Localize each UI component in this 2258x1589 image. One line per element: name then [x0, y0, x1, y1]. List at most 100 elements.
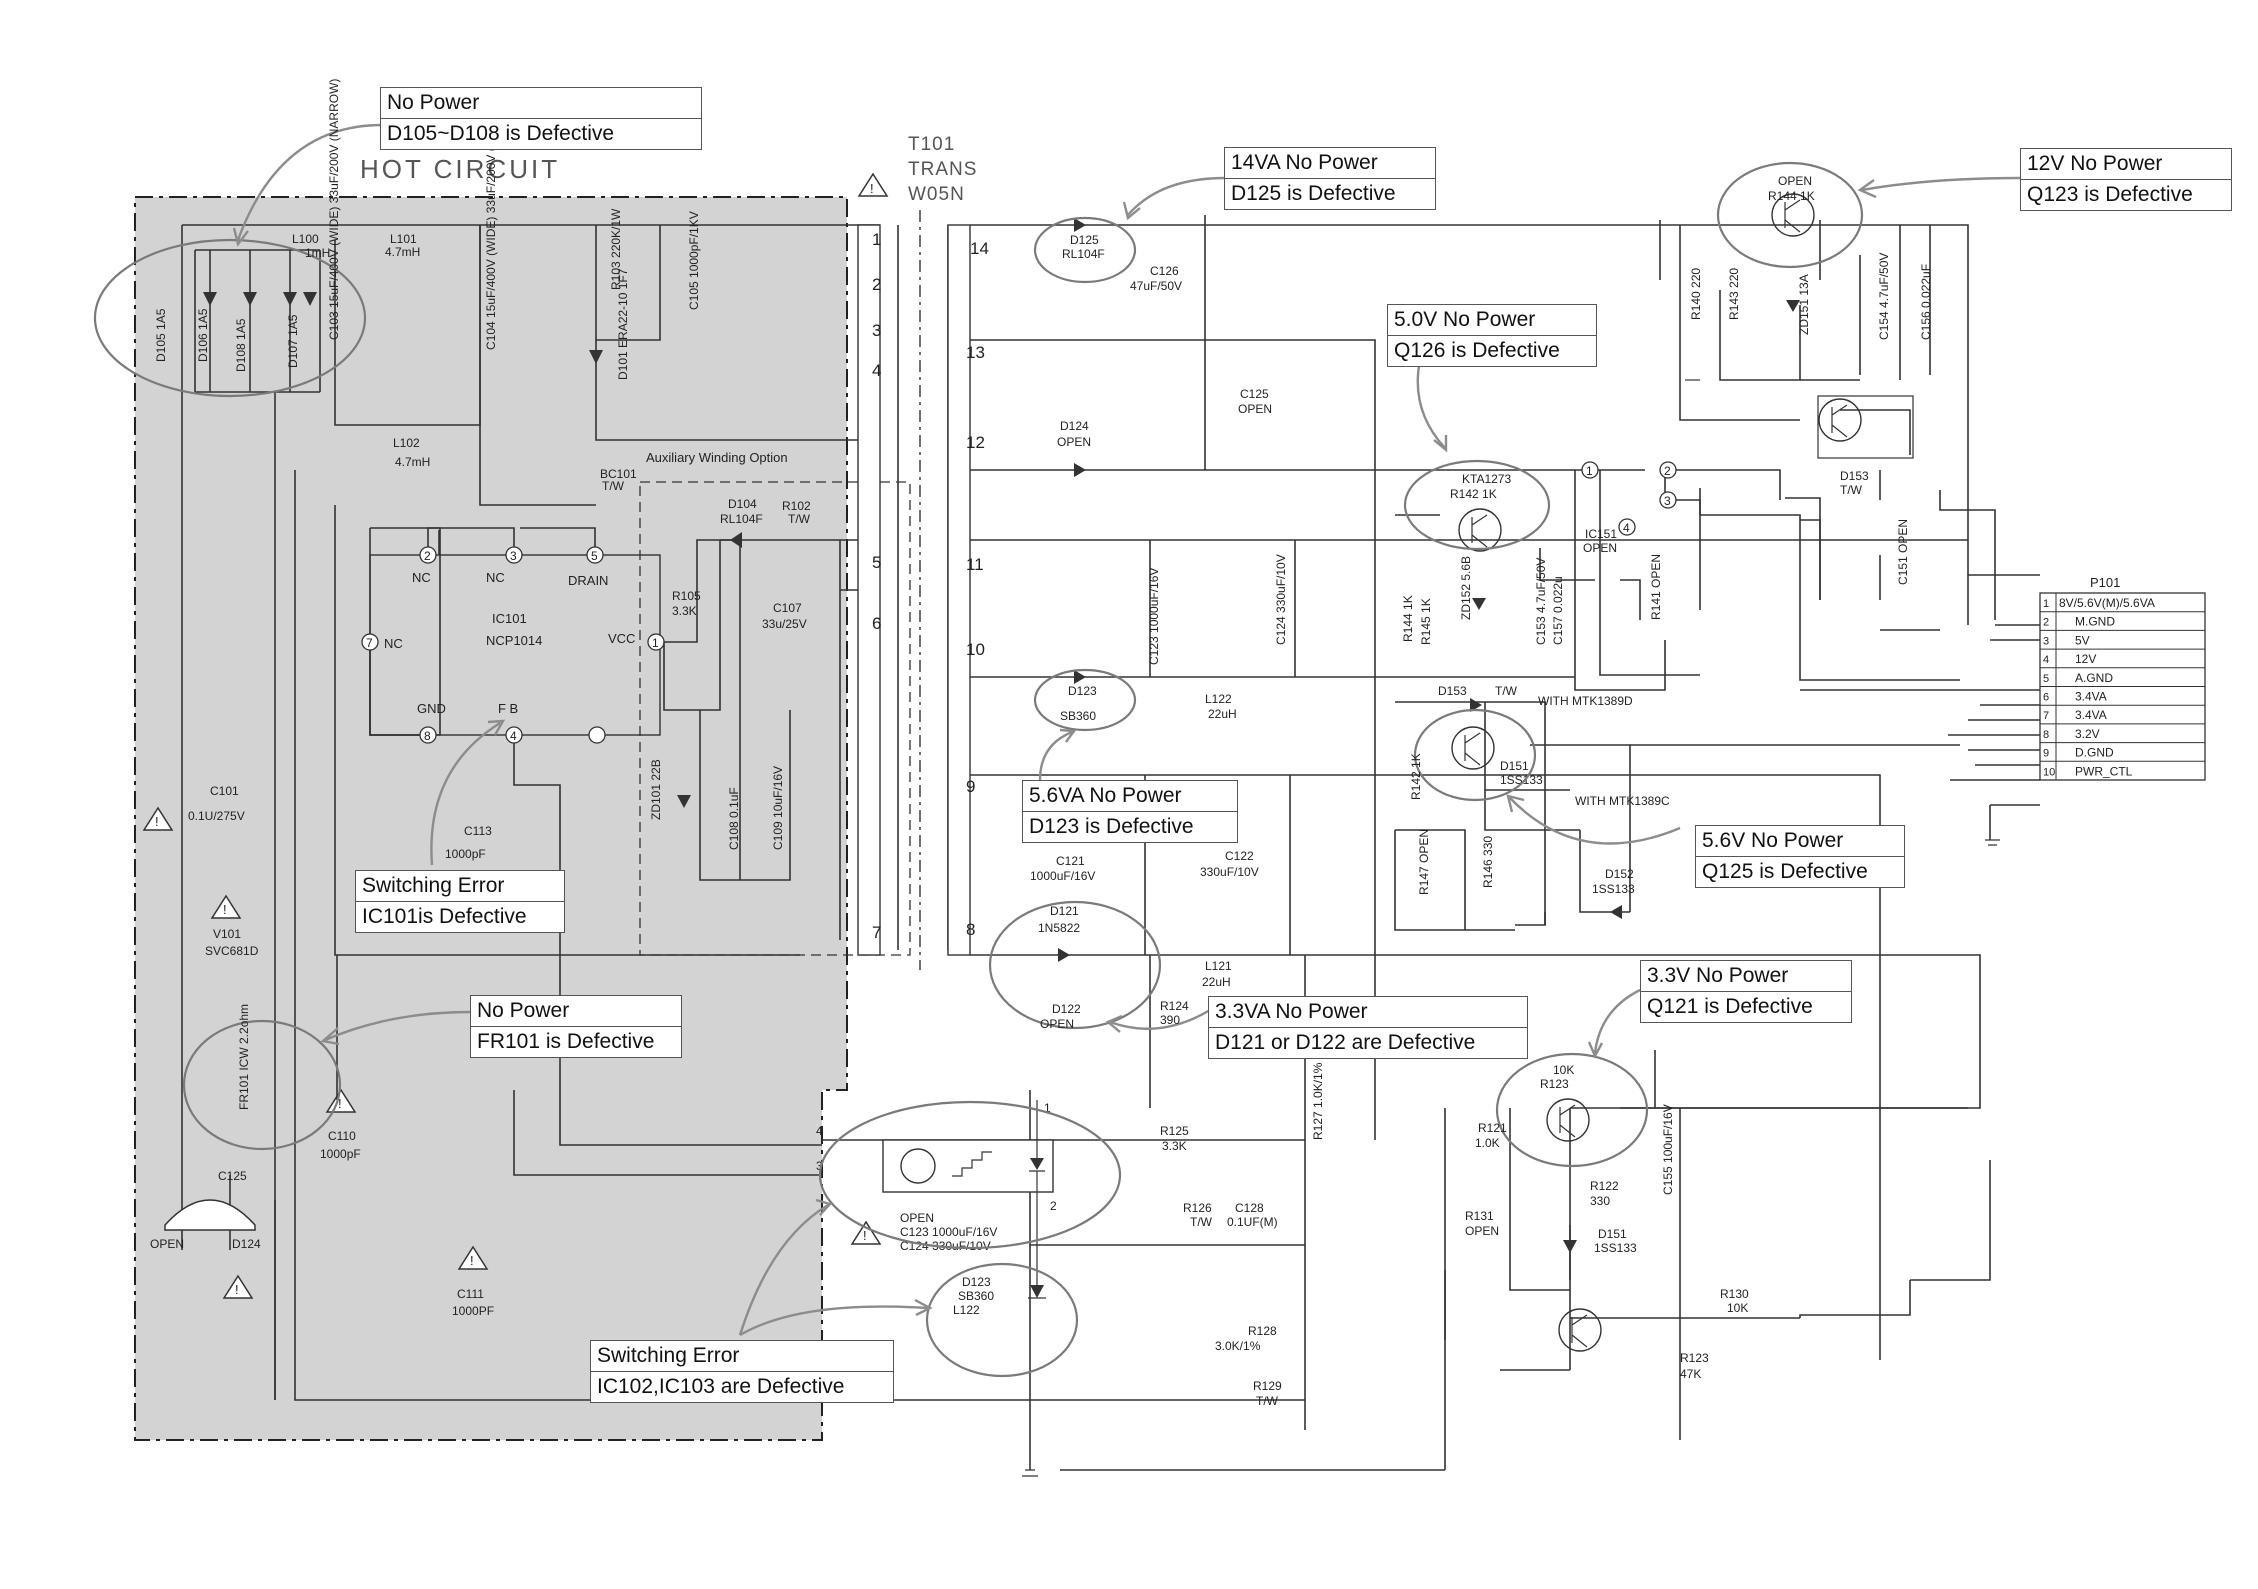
callout-5-6v: 5.6V No Power Q125 is Defective [1695, 825, 1905, 888]
svg-text:D124: D124 [232, 1237, 261, 1251]
component-label-r129v: T/W [1256, 1394, 1279, 1408]
svg-text:9: 9 [966, 777, 975, 796]
highlight-q121 [1495, 1052, 1649, 1168]
component-label-d121v: 1N5822 [1038, 921, 1080, 935]
component-label-d124v: OPEN [1057, 435, 1091, 449]
component-label-r145: R145 1K [1419, 598, 1433, 645]
svg-text:!: ! [338, 1096, 342, 1111]
component-label-c126: C126 [1150, 264, 1179, 278]
svg-text:P101: P101 [2090, 575, 2120, 590]
component-label-r131v: OPEN [1465, 1224, 1499, 1238]
callout-line: No Power [380, 87, 702, 119]
svg-text:T/W: T/W [1840, 483, 1863, 497]
warning-icon: ! [210, 894, 242, 919]
component-label-c151: C151 OPEN [1896, 519, 1910, 585]
component-label-d153: D153 [1438, 684, 1467, 698]
diode-d152 [1610, 905, 1622, 919]
svg-text:D151: D151 [1500, 759, 1529, 773]
component-label-d152: D152 [1605, 867, 1634, 881]
primary-wiring [181, 224, 880, 1401]
callout-line: 14VA No Power [1224, 147, 1436, 179]
connector-pin-label: A.GND [2075, 671, 2113, 685]
diode-zd152 [1472, 598, 1486, 610]
component-label-r147: R147 OPEN [1417, 829, 1431, 895]
svg-text:NC: NC [384, 636, 403, 651]
callout-line: IC101is Defective [355, 902, 565, 933]
component-label-l101: L101 [390, 232, 417, 246]
component-label-l102v: 4.7mH [395, 455, 430, 469]
svg-text:5: 5 [872, 553, 881, 572]
svg-text:R142 1K: R142 1K [1450, 487, 1497, 501]
svg-text:!: ! [235, 1282, 239, 1297]
component-label-c128: C128 [1235, 1201, 1264, 1215]
power-plug-pw101: OPEN D124 C125 [150, 1169, 261, 1251]
component-label-r121v: 1.0K [1475, 1136, 1500, 1150]
diode-d123 [1074, 670, 1086, 684]
component-label-l101v: 4.7mH [385, 245, 420, 259]
svg-text:10: 10 [966, 640, 985, 659]
component-label-c113: C113 [464, 824, 492, 838]
component-label-c108: C108 0.1uF [727, 787, 741, 850]
highlight-q123 [1716, 161, 1864, 269]
component-label-l100: L100 [292, 232, 319, 246]
component-label-bc101v: T/W [602, 479, 625, 493]
callout-line: Q125 is Defective [1695, 857, 1905, 888]
svg-text:7: 7 [872, 923, 881, 942]
svg-text:4: 4 [510, 729, 517, 743]
component-label-c153: C153 4.7uF/50V [1534, 558, 1548, 645]
connector-pin-number: 10 [2043, 766, 2055, 778]
warning-icon: ! [850, 1220, 882, 1245]
transformer-pins-left: 1 2 3 4 5 6 7 [872, 230, 881, 942]
component-label-r126v: T/W [1190, 1215, 1213, 1229]
component-label-d124: D124 [1060, 419, 1089, 433]
component-label-d125v: RL104F [1062, 247, 1105, 261]
component-label-c128v: 0.1UF(M) [1227, 1215, 1278, 1229]
diode-d124 [1074, 463, 1086, 477]
svg-text:1: 1 [872, 230, 881, 249]
callout-line: IC102,IC103 are Defective [590, 1372, 894, 1403]
svg-text:1: 1 [652, 636, 659, 650]
highlight-fr101 [182, 1019, 342, 1151]
callout-line: 5.6V No Power [1695, 825, 1905, 857]
component-label-bc101: BC101 [600, 467, 637, 481]
component-label-c157: C157 0.022u [1551, 576, 1565, 645]
component-label-c122v: 330uF/10V [1200, 865, 1259, 879]
component-label-d123v: SB360 [1060, 709, 1096, 723]
diode-d153 [1470, 698, 1482, 712]
connector-pin-label: D.GND [2075, 746, 2114, 760]
aux-winding-box [639, 481, 911, 956]
warning-icon: ! [142, 806, 174, 831]
svg-text:DRAIN: DRAIN [568, 573, 608, 588]
component-label-c109: C109 10uF/16V [771, 766, 785, 850]
callout-3-3va: 3.3VA No Power D121 or D122 are Defectiv… [1208, 996, 1528, 1059]
diode-d125 [1074, 218, 1086, 232]
connector-pin-number: 2 [2043, 617, 2049, 629]
connector-pin-number: 7 [2043, 710, 2049, 722]
component-label-d108: D108 1A5 [234, 318, 248, 372]
svg-text:7: 7 [366, 636, 373, 650]
callout-line: 5.0V No Power [1387, 304, 1597, 336]
component-label-r130v: 10K [1727, 1301, 1748, 1315]
connector-pin-number: 1 [2043, 598, 2049, 610]
diode-d104 [730, 532, 742, 548]
callout-no-power-d105: No Power D105~D108 is Defective [380, 87, 702, 150]
callout-no-power-fr101: No Power FR101 is Defective [470, 995, 682, 1058]
svg-text:3: 3 [872, 321, 881, 340]
highlight-q126 [1403, 459, 1551, 551]
connector-pin-label: 8V/5.6V(M)/5.6VA [2059, 596, 2155, 610]
connector-pin-number: 3 [2043, 635, 2049, 647]
connector-pin-number: 9 [2043, 748, 2049, 760]
component-label-d151v: 1SS133 [1594, 1241, 1637, 1255]
component-label-d107: D107 1A5 [286, 314, 300, 368]
callout-5-6va: 5.6VA No Power D123 is Defective [1022, 780, 1238, 843]
svg-text:8: 8 [966, 920, 975, 939]
svg-text:8: 8 [424, 729, 431, 743]
callout-12v: 12V No Power Q123 is Defective [2020, 148, 2232, 211]
connector-pin-number: 5 [2043, 673, 2049, 685]
svg-text:!: ! [223, 902, 227, 917]
svg-text:4: 4 [816, 1124, 823, 1138]
svg-text:D153: D153 [1840, 469, 1869, 483]
component-label-c110v: 1000pF [320, 1147, 361, 1161]
